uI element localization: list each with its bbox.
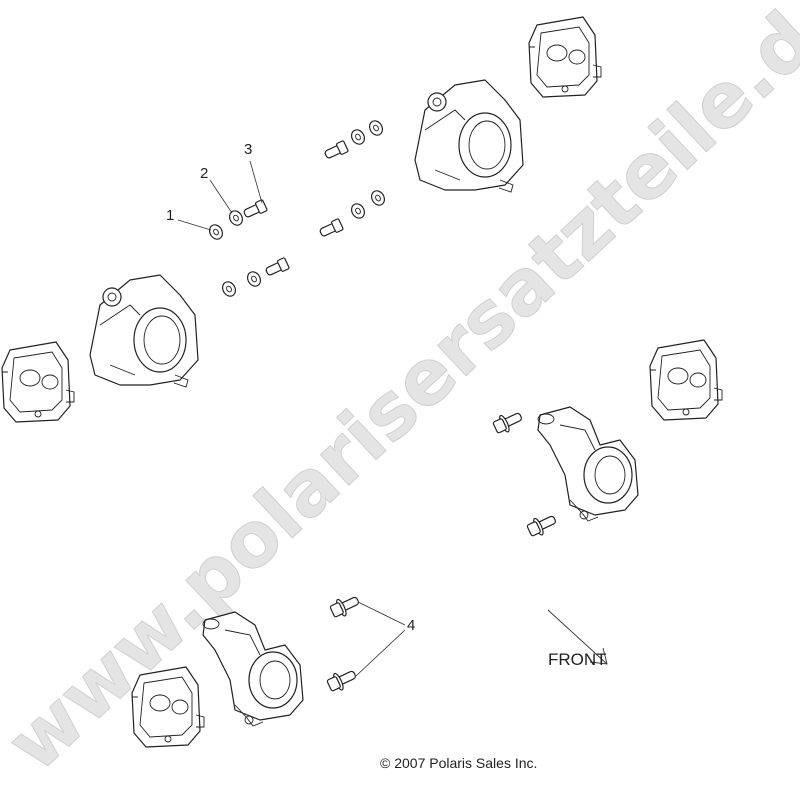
callout-4: 4 bbox=[407, 617, 415, 634]
caliper-right bbox=[649, 339, 723, 421]
callout-2: 2 bbox=[200, 165, 208, 182]
hardware-set-top bbox=[322, 117, 386, 162]
copyright-text: © 2007 Polaris Sales Inc. bbox=[380, 755, 537, 771]
knuckle-left bbox=[202, 611, 304, 727]
hardware-set-middle bbox=[317, 187, 388, 240]
flange-bolt-part-4-upper bbox=[327, 591, 363, 621]
callout-1: 1 bbox=[166, 207, 174, 224]
flange-bolt-right-lower bbox=[524, 510, 560, 540]
flange-bolt-part-4-lower bbox=[324, 665, 360, 695]
callout-leaders bbox=[177, 160, 406, 677]
hub-rear-right bbox=[414, 79, 524, 193]
washer-part-1 bbox=[206, 221, 226, 243]
front-arrow-icon bbox=[547, 609, 608, 665]
caliper-bottom-left bbox=[131, 666, 205, 748]
flange-bolt-right-upper bbox=[490, 407, 526, 437]
caliper-top-right bbox=[528, 16, 602, 98]
hub-rear-left bbox=[89, 274, 199, 388]
washer-part-2 bbox=[226, 207, 246, 229]
hardware-set-lower bbox=[219, 256, 291, 300]
bolt-part-3 bbox=[241, 198, 269, 221]
front-label: FRONT bbox=[548, 650, 607, 669]
knuckle-right bbox=[537, 406, 639, 522]
caliper-left bbox=[1, 341, 75, 423]
callout-3: 3 bbox=[244, 141, 252, 158]
